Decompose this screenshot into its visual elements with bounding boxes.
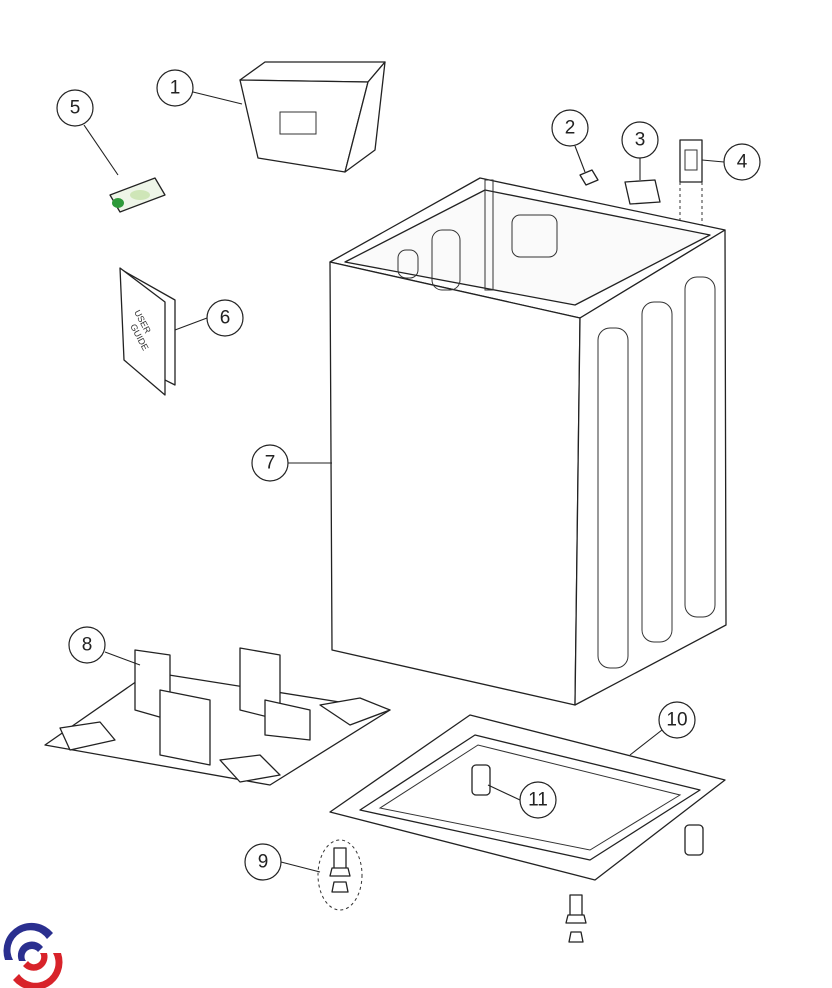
part-9-legs	[317, 839, 587, 943]
callout-5: 5	[56, 89, 94, 127]
leader-lines	[83, 91, 725, 873]
svg-text:3: 3	[635, 130, 646, 151]
svg-text:2: 2	[565, 118, 576, 139]
part-8-shipping-base	[44, 647, 391, 786]
callout-9: 9	[244, 843, 282, 881]
svg-text:11: 11	[528, 790, 548, 811]
svg-text:4: 4	[737, 152, 748, 173]
svg-text:10: 10	[666, 710, 687, 731]
svg-text:7: 7	[265, 453, 276, 474]
svg-text:9: 9	[258, 852, 269, 873]
svg-text:6: 6	[220, 308, 231, 329]
part-1-dispenser	[239, 61, 386, 173]
part-7-cabinet	[329, 177, 727, 706]
callout-10: 10	[658, 701, 696, 739]
callout-3: 3	[621, 121, 659, 159]
part-5-pack	[109, 177, 166, 213]
callout-7: 7	[251, 444, 289, 482]
svg-text:8: 8	[82, 635, 93, 656]
callout-6: 6	[206, 299, 244, 337]
svg-text:1: 1	[170, 78, 181, 99]
callout-4: 4	[723, 143, 761, 181]
brand-logo	[3, 922, 63, 988]
parts-2-3-4	[579, 139, 703, 232]
svg-text:5: 5	[70, 98, 81, 119]
callout-2: 2	[551, 109, 589, 147]
part-6-user-guide: USER GUIDE	[119, 267, 176, 396]
callout-1: 1	[156, 69, 194, 107]
callout-8: 8	[68, 626, 106, 664]
callout-11: 11	[519, 781, 557, 819]
